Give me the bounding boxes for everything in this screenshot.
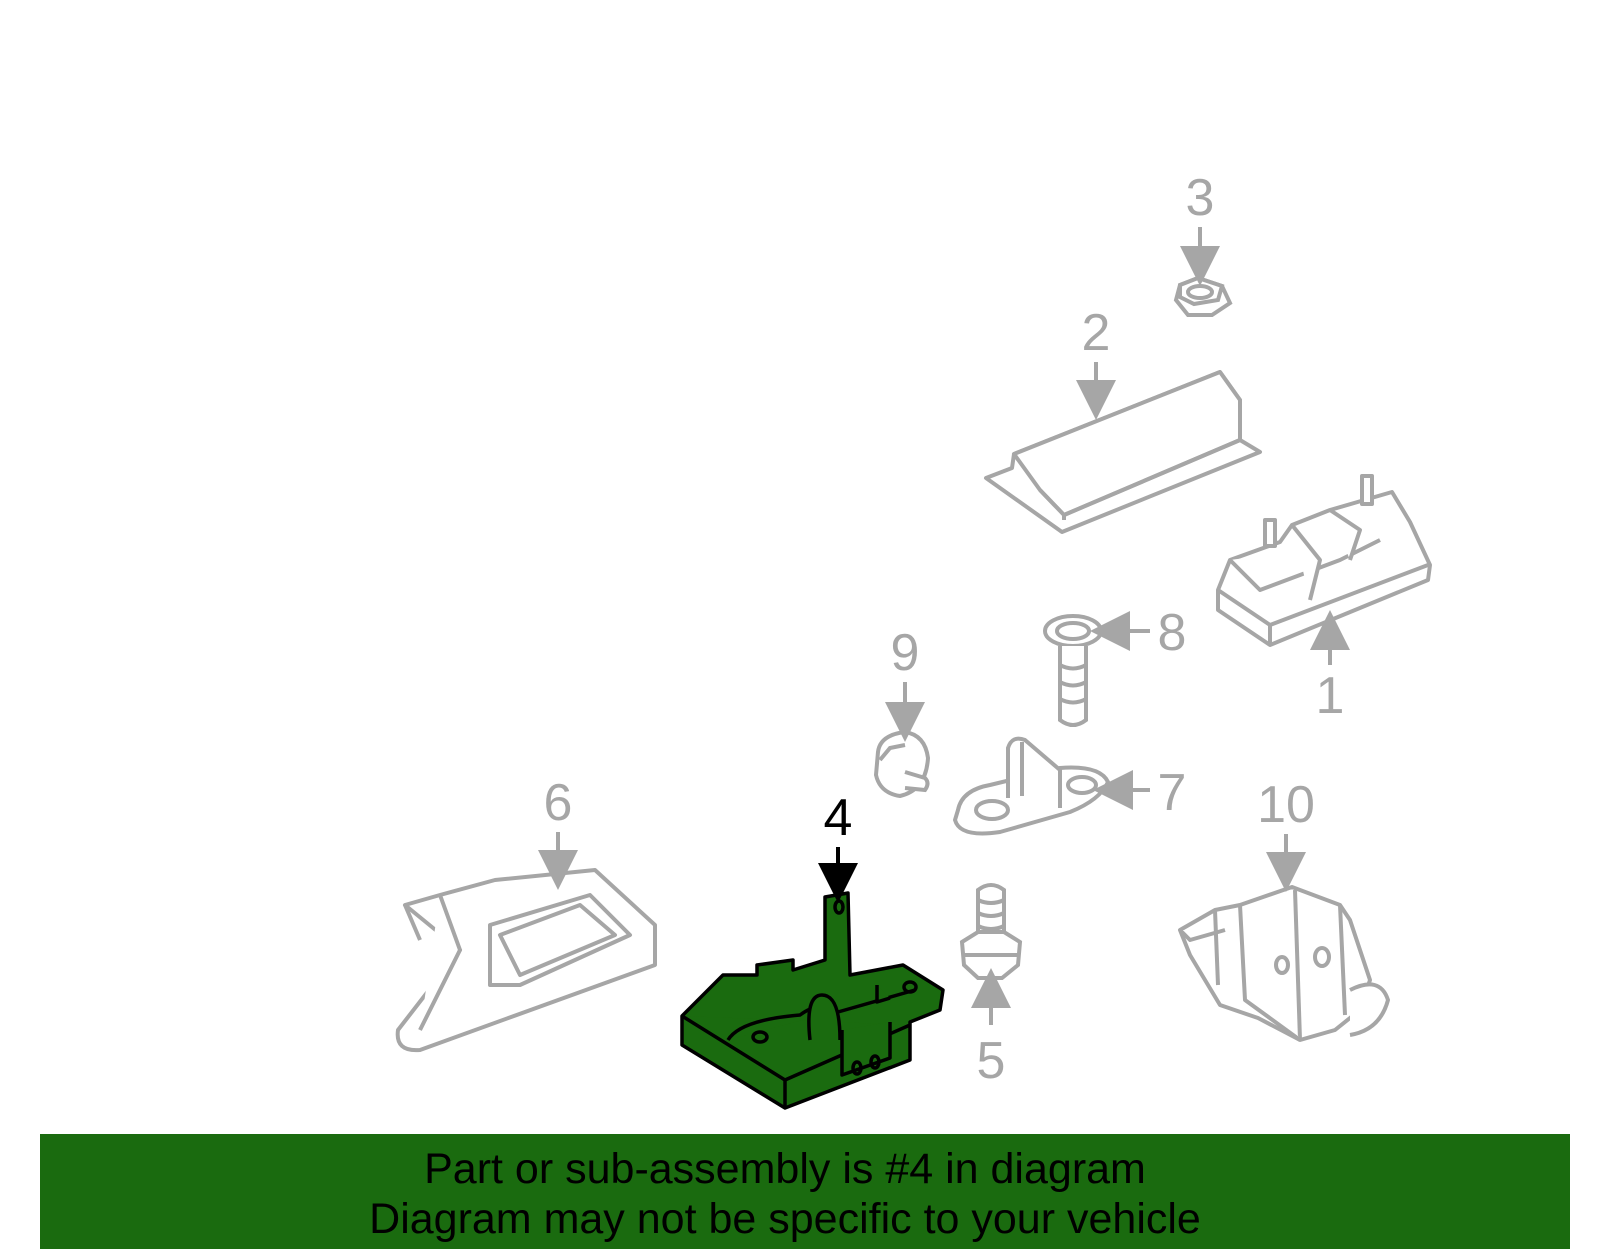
callout-7: 7 — [1158, 764, 1187, 822]
part-2-lamp-cover — [984, 370, 1262, 534]
callout-4: 4 — [824, 789, 853, 847]
part-1-latch-switch — [1216, 474, 1432, 647]
callout-2: 2 — [1082, 304, 1111, 362]
callout-5: 5 — [977, 1032, 1006, 1090]
callout-10: 10 — [1257, 776, 1315, 834]
exploded-parts-diagram: 3 2 1 8 9 — [395, 169, 1432, 1110]
highlight-banner: Part or sub-assembly is #4 in diagram Di… — [40, 1134, 1570, 1249]
callout-3: 3 — [1186, 169, 1215, 227]
callout-1: 1 — [1316, 667, 1345, 725]
part-5-bolt — [959, 883, 1023, 980]
part-8-screw — [1043, 614, 1103, 727]
part-10-actuator — [1178, 885, 1390, 1042]
part-4-bracket-highlighted — [680, 891, 945, 1110]
part-9-grommet — [873, 729, 931, 799]
part-7-striker — [953, 736, 1110, 836]
banner-line-2: Diagram may not be specific to your vehi… — [369, 1195, 1201, 1243]
banner-line-1: Part or sub-assembly is #4 in diagram — [424, 1145, 1146, 1193]
callout-6: 6 — [544, 774, 573, 832]
callout-8: 8 — [1158, 604, 1187, 662]
callout-9: 9 — [891, 624, 920, 682]
part-6-handle-bezel — [395, 868, 657, 1053]
part-3-hex-nut — [1173, 275, 1233, 317]
